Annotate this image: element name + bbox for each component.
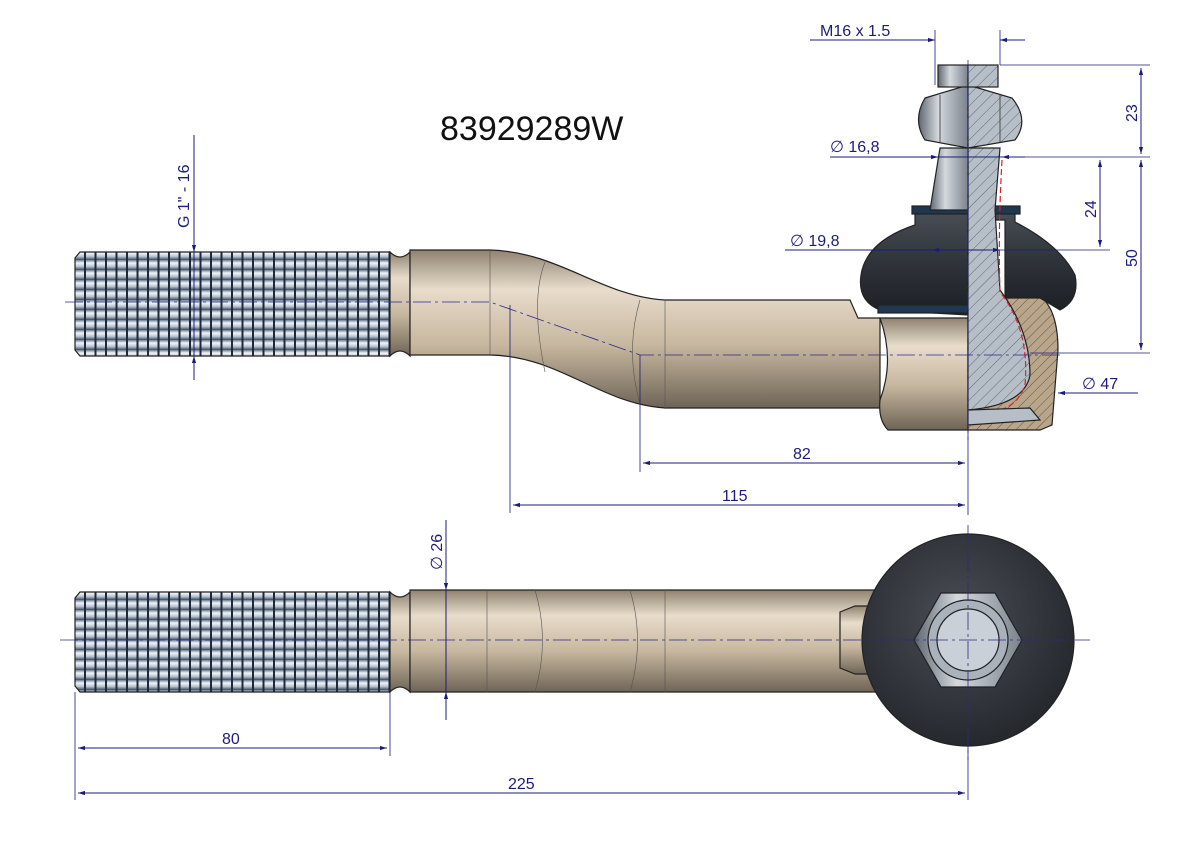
side-view [65,60,1077,440]
dust-boot [859,209,969,316]
dim-stud-thread: M16 x 1.5 [820,23,890,40]
shaft-thread-top [74,591,391,693]
ball-pin-section [967,147,1031,411]
tie-rod-body-top [409,589,881,693]
dim-housing-dia: ∅ 47 [1082,376,1118,393]
dim-offset-115: 115 [722,488,748,505]
dimensions: M16 x 1.5 23 50 ∅ 16,8 24 ∅ 19,8 ∅ 47 82 [74,23,1150,800]
dim-stud-top-height: 23 [1124,104,1141,122]
dim-shaft-dia: ∅ 26 [429,534,446,570]
dim-cone-large-dia: ∅ 19,8 [790,233,840,250]
dim-total-length: 225 [508,776,535,793]
stud-top [937,64,969,88]
dim-cone-small-dia: ∅ 16,8 [830,139,880,156]
castle-nut [917,84,969,149]
dim-cone-length: 24 [1083,200,1100,218]
dim-thread-length: 80 [222,731,240,748]
dim-offset-82: 82 [793,446,811,463]
shaft-thread-side [74,251,391,357]
top-view [60,525,1090,760]
dim-shaft-thread: G 1" - 16 [176,164,193,228]
dim-pin-height: 50 [1124,249,1141,267]
section-red-line [998,159,1027,411]
housing-side [879,317,969,431]
tie-rod-body-side [409,249,881,409]
part-number-title: 83929289W [440,110,623,148]
